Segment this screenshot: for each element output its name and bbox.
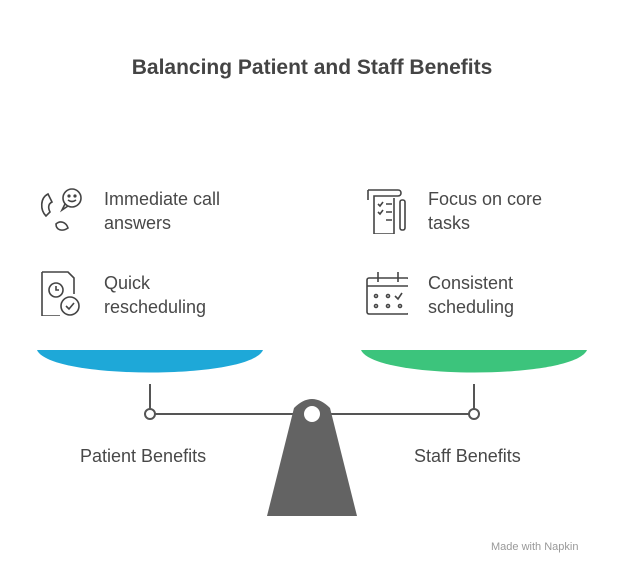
- clock-check-icon: [41, 271, 80, 316]
- left-pan: [37, 350, 263, 373]
- item-consistent-scheduling: Consistent scheduling: [428, 273, 515, 317]
- staff-benefits-label: Staff Benefits: [414, 446, 521, 466]
- phone-chat-icon: [40, 188, 82, 231]
- patient-benefits-label: Patient Benefits: [80, 446, 207, 466]
- item-quick-rescheduling: Quick rescheduling: [104, 273, 207, 317]
- fulcrum: [267, 399, 357, 516]
- item-focus-on-core-tasks: Focus on core tasks: [428, 189, 543, 233]
- diagram-title: Balancing Patient and Staff Benefits: [131, 56, 493, 79]
- footer-credit: Made with Napkin: [491, 541, 579, 553]
- checklist-pen-icon: [367, 189, 406, 234]
- item-immediate-call-answers: Immediate call answers: [104, 189, 221, 233]
- right-pan: [361, 350, 587, 373]
- calendar-icon: [366, 272, 408, 315]
- balance-scale: [37, 350, 587, 516]
